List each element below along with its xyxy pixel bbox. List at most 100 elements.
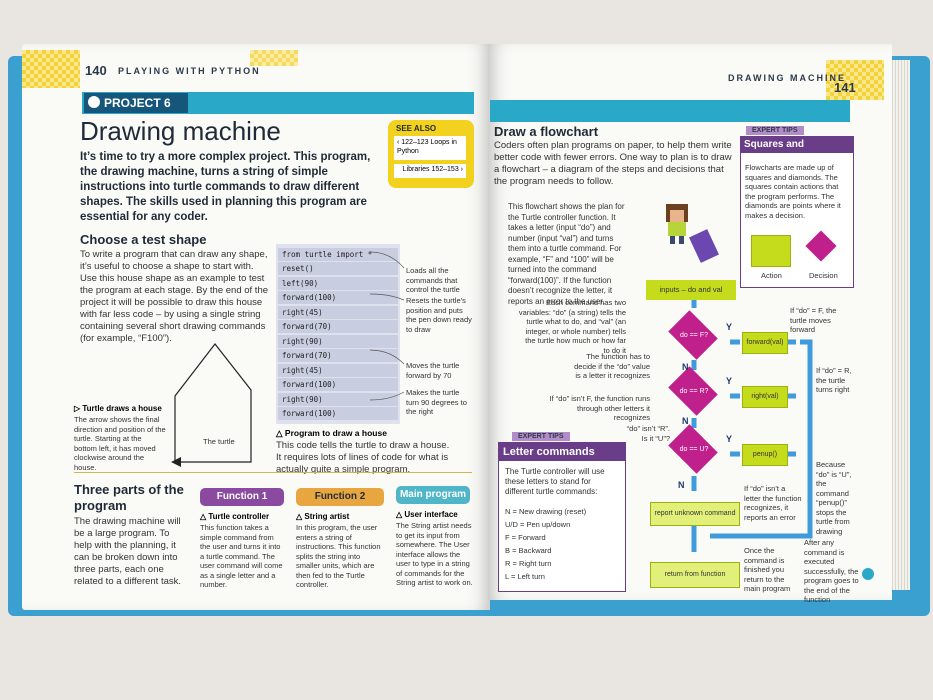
no-label-2: N — [682, 416, 689, 426]
action-label: Action — [761, 271, 782, 280]
turtle-arrow — [171, 457, 181, 467]
flowchart-description: This flowchart shows the plan for the Tu… — [508, 202, 625, 306]
note-penup: Because “do” is “U”, the command “penup(… — [816, 460, 852, 536]
see-also-link-libraries[interactable]: Libraries 152–153 › — [394, 164, 466, 178]
house-drawing — [171, 343, 252, 467]
code-line: right(90) — [278, 392, 398, 406]
page-number-left: 140 — [85, 63, 107, 78]
flowchart-intro: Coders often plan programs on paper, to … — [494, 140, 732, 187]
section-divider — [74, 472, 472, 473]
header-pattern-left — [22, 50, 80, 88]
decision-label: Decision — [809, 271, 838, 280]
return-box: return from function — [650, 562, 740, 588]
squares-tip-title: Squares and diamonds — [741, 137, 853, 166]
intro-text: It’s time to try a more complex project.… — [80, 151, 371, 223]
decision-f-label: do == F? — [679, 332, 709, 339]
letter-command: U/D = Pen up/down — [505, 520, 571, 529]
error-box: report unknown command — [650, 502, 740, 526]
annotation-forward: Moves the turtle forward by 70 — [406, 361, 460, 380]
function-2-title: △ String artist — [296, 512, 350, 521]
expert-tips-tag-2: EXPERT TIPS — [512, 432, 570, 441]
action-forward: forward(val) — [742, 332, 788, 354]
page-title: Drawing machine — [80, 116, 281, 146]
project-icon — [88, 96, 100, 108]
house-caption: The arrow shows the final direction and … — [74, 415, 166, 472]
code-line: right(90) — [278, 334, 398, 348]
running-header-right: DRAWING MACHINE — [728, 73, 846, 83]
action-square — [751, 235, 791, 267]
action-penup: penup() — [742, 444, 788, 466]
code-caption-title: △ Program to draw a house — [276, 428, 387, 438]
main-program-title: △ User interface — [396, 510, 458, 519]
decision-diamond — [805, 230, 837, 262]
code-line: forward(100) — [278, 407, 398, 420]
letter-command: N = New drawing (reset) — [505, 507, 587, 516]
note-end: After any command is executed successful… — [804, 538, 859, 604]
letter-command: F = Forward — [505, 533, 546, 542]
test-shape-heading: Choose a test shape — [80, 232, 207, 247]
code-line: forward(100) — [278, 378, 398, 391]
code-annotation-lines — [370, 251, 405, 401]
code-line: right(45) — [278, 363, 398, 377]
function-2-text: In this program, the user enters a strin… — [296, 523, 381, 589]
note-other-letters: If “do” isn’t F, the function runs throu… — [549, 394, 650, 422]
code-line: forward(70) — [278, 320, 398, 333]
annotation-import: Loads all the commands that control the … — [406, 266, 460, 294]
pixel-character — [664, 204, 690, 244]
project-label: PROJECT 6 — [84, 93, 188, 113]
main-program-text: The String artist needs to get its input… — [396, 521, 473, 587]
no-label-3: N — [678, 480, 685, 490]
annotation-reset: Resets the turtle’s position and puts th… — [406, 296, 472, 334]
flowchart-bar — [490, 100, 850, 122]
note-decide: The function has to decide if the “do” v… — [574, 352, 650, 380]
annotation-right: Makes the turtle turn 90 degrees to the … — [406, 388, 467, 416]
main-program-pill: Main program — [396, 486, 470, 504]
note-variables: Each command has two variables: “do” (a … — [518, 298, 626, 355]
running-header-left: PLAYING WITH PYTHON — [118, 66, 261, 76]
code-line: right(45) — [278, 305, 398, 319]
inputs-box: inputs – do and val — [646, 280, 736, 300]
decision-u-label: do == U? — [679, 446, 709, 453]
three-parts-body: The drawing machine will be a large prog… — [74, 516, 182, 587]
yes-label-1: Y — [726, 322, 733, 332]
house-caption-title: ▷ Turtle draws a house — [74, 404, 162, 413]
function-1-pill: Function 1 — [200, 488, 284, 506]
letter-tip-box: Letter commands The Turtle controller wi… — [498, 442, 626, 592]
letter-command: B = Backward — [505, 546, 552, 555]
squares-tip-text: Flowcharts are made up of squares and di… — [745, 163, 841, 220]
see-also-box: SEE ALSO ‹ 122–123 Loops in Python Libra… — [388, 120, 474, 188]
function-1-title: △ Turtle controller — [200, 512, 270, 521]
code-line: forward(100) — [278, 291, 398, 304]
project-label-text: PROJECT 6 — [104, 96, 171, 110]
code-block: from turtle import * reset() left(90) fo… — [276, 244, 400, 424]
note-return: Once the command is finished you return … — [744, 546, 791, 593]
note-right: If “do” = R, the turtle turns right — [816, 366, 852, 394]
expert-tips-tag-1: EXPERT TIPS — [746, 126, 804, 135]
three-parts-heading: Three parts of the program — [74, 482, 184, 513]
header-pattern-right — [826, 60, 884, 100]
code-line: reset() — [278, 262, 398, 275]
inputs-label: inputs – do and val — [659, 285, 723, 294]
house-outline — [174, 343, 252, 463]
flowchart-heading: Draw a flowchart — [494, 124, 599, 139]
page-number-right: 141 — [834, 80, 856, 95]
see-also-link-loops[interactable]: ‹ 122–123 Loops in Python — [394, 136, 466, 160]
turtle-label: The turtle — [203, 437, 235, 446]
code-line: forward(70) — [278, 349, 398, 362]
letter-tip-title: Letter commands — [499, 443, 625, 461]
code-line: from turtle import * — [278, 247, 398, 261]
note-forward: If “do” = F, the turtle moves forward — [790, 306, 837, 334]
header-pattern-left-2 — [250, 50, 298, 66]
yes-label-3: Y — [726, 434, 733, 444]
yes-label-2: Y — [726, 376, 733, 386]
action-right: right(val) — [742, 386, 788, 408]
next-page-icon — [862, 568, 874, 580]
code-line: left(90) — [278, 276, 398, 290]
test-shape-body: To write a program that can draw any sha… — [80, 249, 269, 344]
function-2-pill: Function 2 — [296, 488, 384, 506]
see-also-heading: SEE ALSO — [396, 124, 437, 133]
no-label-1: N — [682, 362, 689, 372]
letter-command: R = Right turn — [505, 559, 552, 568]
decision-r-label: do == R? — [679, 388, 709, 395]
note-is-u: “do” isn’t “R”. Is it “U”? — [626, 424, 670, 443]
